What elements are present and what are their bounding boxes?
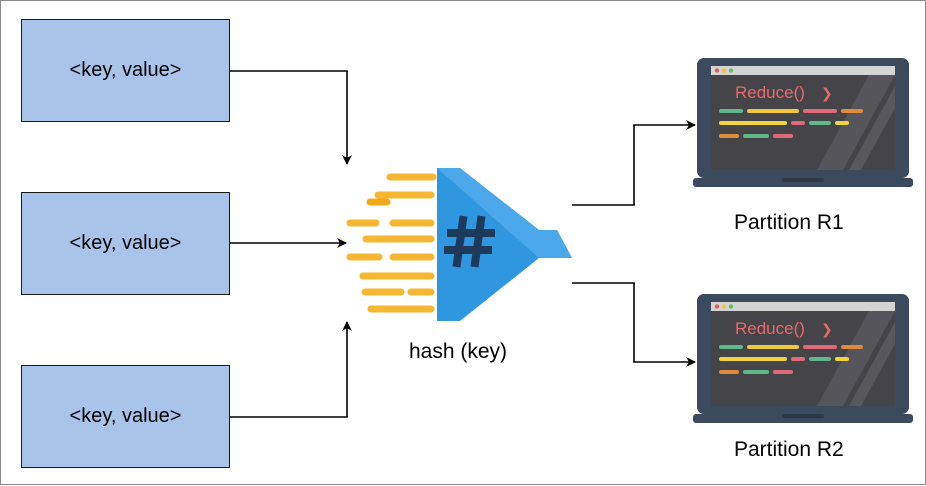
input-box-label: <key, value> [69, 232, 182, 254]
chevron-right-icon: ❯ [821, 322, 833, 338]
arrow-input3-to-hash [230, 321, 352, 418]
arrow-hash-to-r1 [572, 120, 696, 206]
laptop-icon: Reduce() ❯ [693, 58, 913, 187]
partition-r1-label: Partition R1 [734, 211, 844, 234]
hash-funnel-icon [437, 168, 572, 321]
input-box-3: <key, value> [21, 365, 230, 468]
chevron-right-icon: ❯ [821, 86, 833, 102]
reduce-text: Reduce() [735, 83, 805, 102]
hash-label: hash (key) [409, 340, 508, 363]
input-box-1: <key, value> [21, 19, 230, 122]
speed-lines-icon [346, 173, 437, 313]
reduce-text: Reduce() [735, 319, 805, 338]
laptop-icon: Reduce() ❯ [693, 294, 913, 423]
input-box-label: <key, value> [69, 59, 182, 81]
partition-r2-label: Partition R2 [734, 438, 844, 461]
arrow-input1-to-hash [230, 70, 352, 165]
arrow-hash-to-r2 [572, 282, 696, 367]
input-box-label: <key, value> [69, 405, 182, 427]
input-box-2: <key, value> [21, 192, 230, 295]
